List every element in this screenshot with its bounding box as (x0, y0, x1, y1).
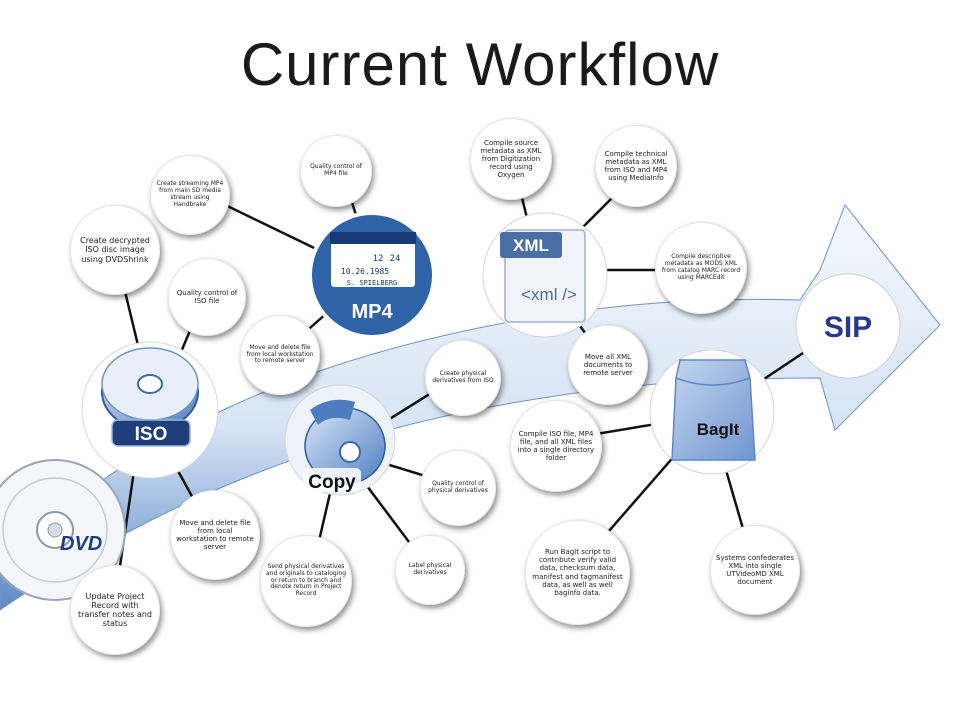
svg-text:24: 24 (390, 254, 401, 264)
svg-text:Copy: Copy (308, 472, 356, 493)
bagit-icon: BagIt (649, 349, 775, 475)
step-qc-iso: Quality control of ISO file (168, 258, 246, 336)
step-create-mp4: Create streaming MP4 from main SD media … (150, 155, 230, 235)
step-source-metadata: Compile source metadata as XML from Digi… (470, 118, 552, 200)
svg-text:BagIt: BagIt (697, 420, 740, 439)
mp4-icon: 12 24 10.26.1985 S. SPIELBERG MP4 (308, 211, 436, 339)
svg-text:S. SPIELBERG: S. SPIELBERG (347, 279, 398, 287)
step-create-copies: Create physical derivatives from ISO (425, 340, 501, 416)
dvd-icon: DVD (0, 459, 126, 601)
step-qc-copies: Quality control of physical derivatives (420, 450, 496, 526)
svg-text:10.26.1985: 10.26.1985 (341, 267, 389, 276)
step-update-record: Update Project Record with transfer note… (70, 565, 160, 655)
step-move-xml: Move all XML documents to remote server (568, 325, 648, 405)
step-move-mp4: Move and delete file from local workstat… (240, 315, 320, 395)
iso-icon: ISO (81, 341, 219, 479)
step-compile-directory: Compile ISO file, MP4 file, and all XML … (510, 400, 602, 492)
step-create-iso: Create decrypted ISO disc image using DV… (70, 205, 160, 295)
step-qc-mp4: Quality control of MP4 file (300, 135, 372, 207)
svg-text:DVD: DVD (60, 533, 102, 555)
xml-icon: XML <xml /> (482, 212, 608, 338)
svg-text:XML: XML (513, 236, 549, 255)
step-label-copies: Label physical derivatives (395, 535, 465, 605)
step-move-iso: Move and delete file from local workstat… (170, 490, 260, 580)
svg-text:12: 12 (373, 254, 384, 264)
step-technical-metadata: Compile technical metadata as XML from I… (595, 125, 677, 207)
svg-text:ISO: ISO (135, 424, 168, 445)
sip-icon: SIP (795, 273, 901, 379)
svg-text:SIP: SIP (824, 311, 872, 344)
page-title: Current Workflow (240, 31, 720, 98)
step-run-bagit: Run BagIt script to contribute verify va… (525, 520, 630, 625)
svg-text:<xml />: <xml /> (521, 285, 577, 304)
step-descriptive-metadata: Compile descriptive metadata as MODS XML… (655, 222, 747, 314)
step-send-copies: Send physical derivatives and originals … (260, 535, 352, 627)
copy-icon: Copy (284, 384, 396, 496)
step-confederate-xml: Systems confederates XML into single UTV… (710, 525, 800, 615)
svg-text:MP4: MP4 (351, 301, 393, 323)
